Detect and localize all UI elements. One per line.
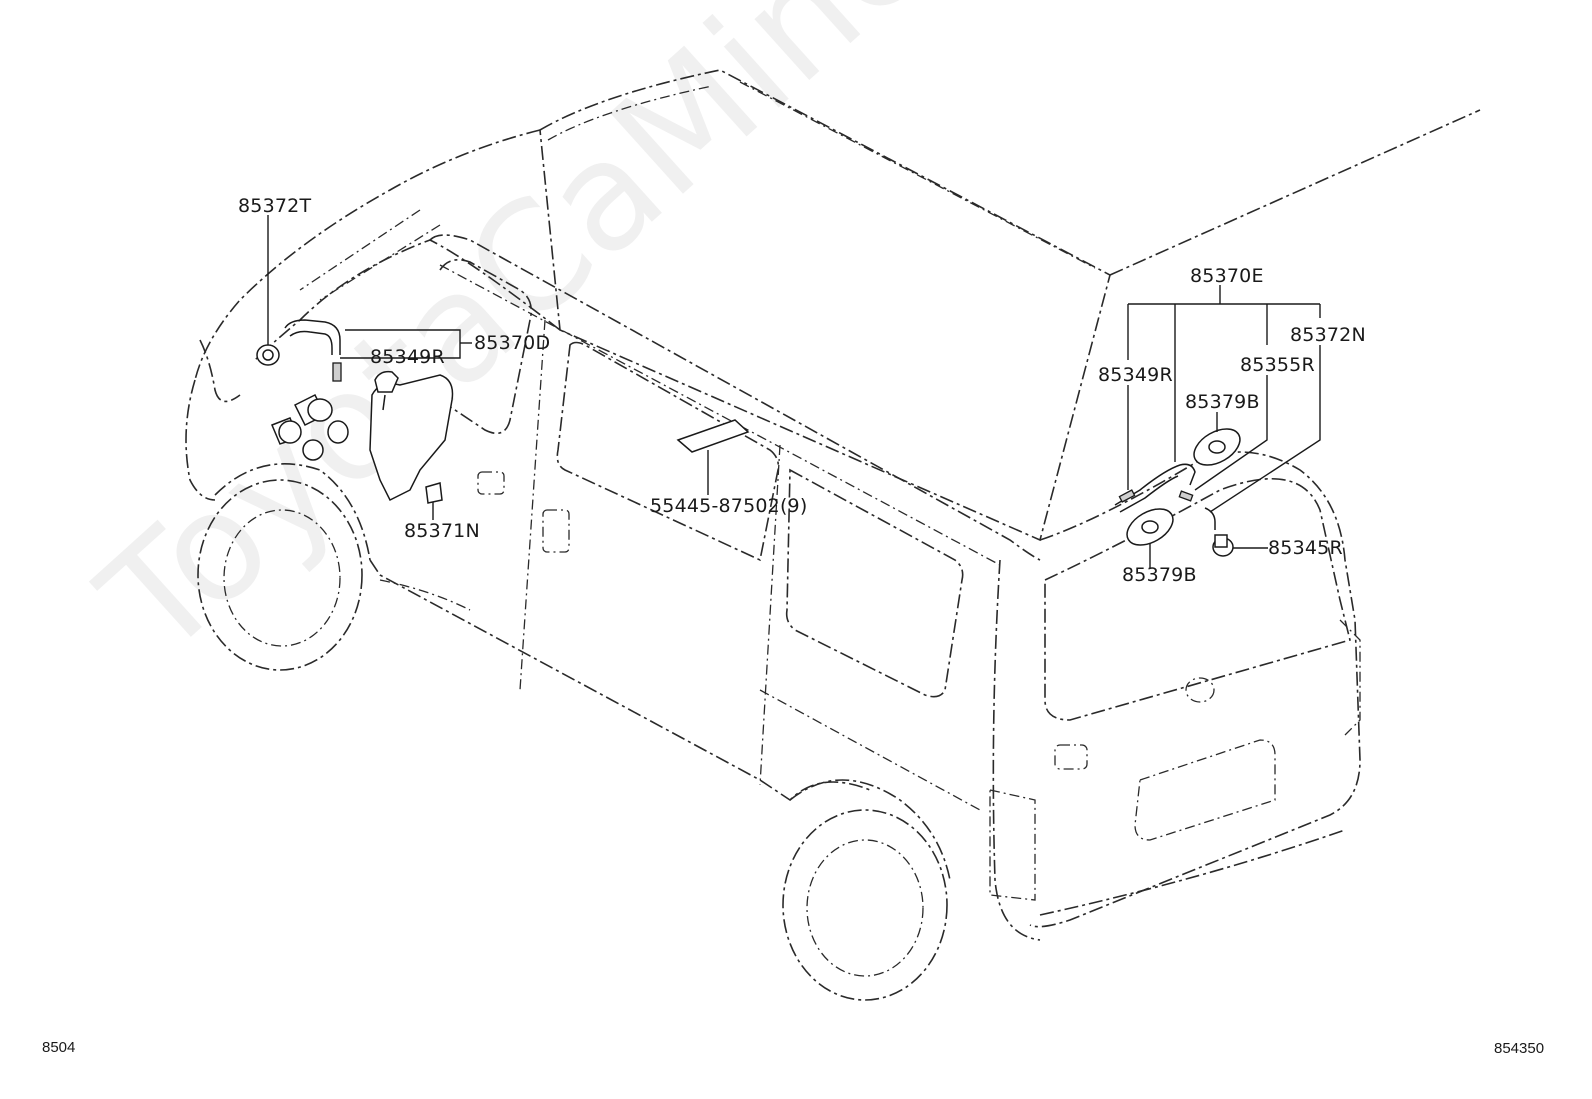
label-85345R: 85345R bbox=[1268, 537, 1343, 559]
figure-code-right: 854350 bbox=[1494, 1040, 1545, 1057]
label-85379B-top: 85379B bbox=[1185, 391, 1260, 413]
sliding-door-window bbox=[556, 341, 780, 562]
rear-side-window bbox=[785, 468, 964, 698]
label-85372T: 85372T bbox=[238, 195, 312, 217]
van-outline bbox=[185, 69, 1481, 1001]
washer-pumps bbox=[271, 393, 349, 461]
leader-lines bbox=[267, 215, 1321, 568]
hose-85370D bbox=[284, 319, 341, 355]
rear-wheel-arch bbox=[789, 779, 951, 881]
label-85379B-bottom: 85379B bbox=[1122, 564, 1197, 586]
grommet-85371N bbox=[425, 482, 443, 504]
van-windshield-top bbox=[194, 129, 541, 381]
label-85371N: 85371N bbox=[404, 520, 480, 542]
side-bottom-edge bbox=[369, 559, 871, 802]
hose-85370E bbox=[1114, 463, 1196, 506]
label-85349R-rear: 85349R bbox=[1098, 364, 1173, 386]
label-85370E: 85370E bbox=[1190, 265, 1264, 287]
nozzle-85372T bbox=[256, 344, 280, 366]
label-85355R: 85355R bbox=[1240, 354, 1315, 376]
license-plate-area bbox=[1134, 739, 1276, 841]
van-roof bbox=[539, 69, 1111, 542]
pad-85379B-top bbox=[1193, 428, 1241, 466]
joint-85349R-rear bbox=[1118, 489, 1136, 503]
label-85370D: 85370D bbox=[474, 332, 551, 354]
pad-85379B-bottom bbox=[1126, 508, 1174, 546]
side-top-edge bbox=[429, 234, 1041, 561]
label-85372N: 85372N bbox=[1290, 324, 1366, 346]
nozzle-85345R bbox=[1212, 534, 1234, 557]
label-85349R-front: 85349R bbox=[370, 346, 445, 368]
front-wheel bbox=[197, 479, 363, 671]
front-door-window bbox=[439, 259, 533, 435]
rear-window bbox=[1044, 478, 1351, 721]
front-wheel-arch bbox=[214, 463, 371, 561]
decal-55445 bbox=[676, 419, 750, 453]
joint-85349R-front bbox=[332, 362, 342, 382]
washer-tank bbox=[369, 370, 454, 502]
page-code-left: 8504 bbox=[42, 1039, 76, 1056]
joint-85355R bbox=[1178, 490, 1194, 502]
rear-hatch bbox=[1029, 451, 1361, 928]
label-55445-87502: 55445-87502(9) bbox=[650, 495, 808, 517]
rear-wheel bbox=[782, 809, 948, 1001]
